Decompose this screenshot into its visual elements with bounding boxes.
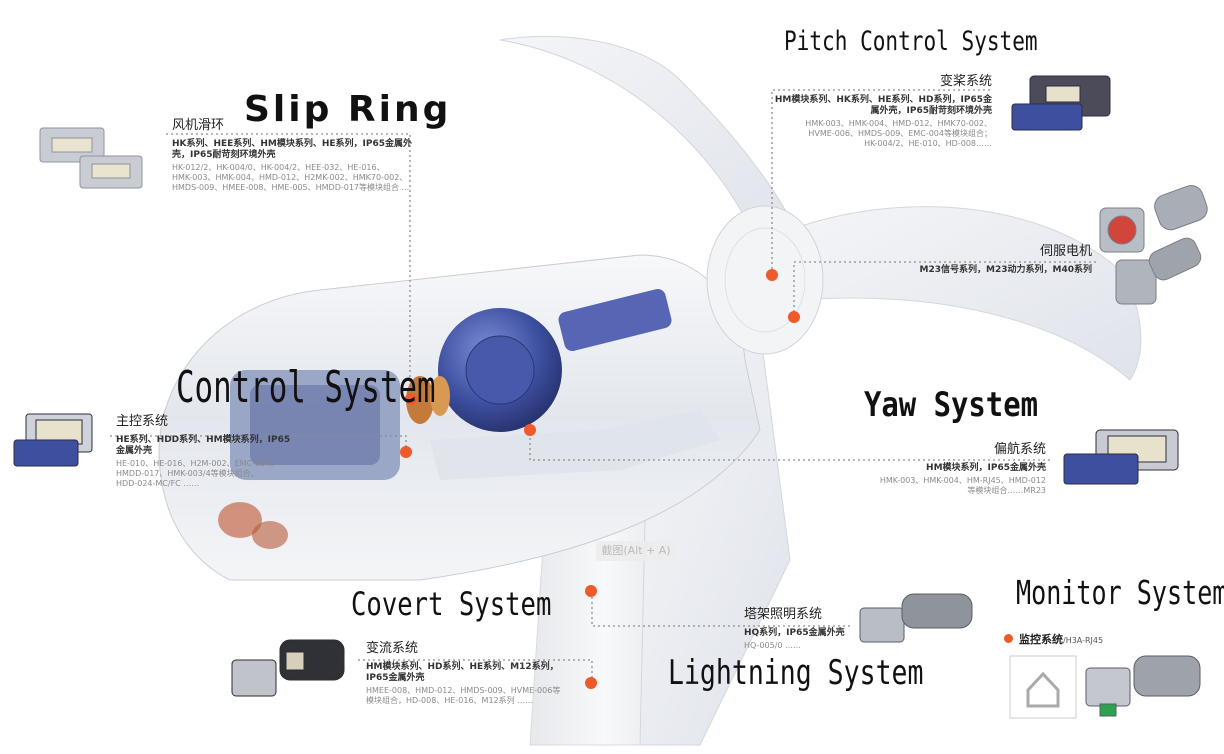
- slip-ring-series: HK系列、HEE系列、HM模块系列、HE系列，IP65金属外 壳，IP65耐苛刻…: [172, 139, 412, 160]
- yaw-marker[interactable]: [524, 424, 536, 436]
- yaw-heading: 偏航系统: [993, 442, 1046, 457]
- control-heading: 主控系统: [116, 414, 169, 429]
- tower-light-series: HQ系列，IP65金属外壳: [744, 628, 845, 638]
- slip-ring-connectors: [39, 127, 143, 189]
- slip-ring-title: Slip Ring: [244, 89, 452, 130]
- pitch-info: 变桨系统 HM模块系列、HK系列、HE系列、HD系列，IP65金 属外壳，IP6…: [770, 74, 992, 149]
- tower-light-info: 塔架照明系统 HQ系列，IP65金属外壳 HQ-005/0 ……: [744, 607, 864, 651]
- tower-light-leader: [591, 592, 850, 627]
- servo-series: M23信号系列，M23动力系列，M40系列: [919, 265, 1092, 275]
- yaw-system-title: Yaw System: [864, 385, 1038, 425]
- control-marker[interactable]: [400, 446, 412, 458]
- control-info: 主控系统 HE系列、HDD系列、HM模块系列，IP65 金属外壳 HE-010、…: [116, 414, 296, 489]
- yaw-info: 偏航系统 HM模块系列，IP65金属外壳 HMK-003、HMK-004、HM-…: [862, 442, 1046, 496]
- converter-models: HMEE-008、HMD-012、HMDS-009、HVME-006等 模块组合…: [366, 686, 561, 705]
- control-models: HE-010、HE-016、H2M-002、EMC-004、 HMDD-017、…: [116, 459, 279, 488]
- pitch-series: HM模块系列、HK系列、HE系列、HD系列，IP65金 属外壳，IP65耐苛刻环…: [774, 95, 992, 116]
- lightning-system-title: Lightning System: [668, 653, 924, 693]
- slip-ring-heading: 风机滑环: [172, 118, 225, 133]
- tower-light-connector: [859, 593, 973, 643]
- converter-series: HM模块系列、HD系列、HE系列、M12系列， IP65金属外壳: [366, 662, 559, 683]
- monitor-label: 监控系统/H3A-RJ45: [1004, 628, 1103, 647]
- control-series: HE系列、HDD系列、HM模块系列，IP65 金属外壳: [116, 435, 291, 456]
- monitor-marker[interactable]: [1004, 634, 1013, 643]
- tower-light-marker[interactable]: [585, 585, 597, 597]
- control-connector: [13, 413, 93, 467]
- servo-info: 伺服电机 M23信号系列，M23动力系列，M40系列: [900, 244, 1092, 276]
- main-shaft: [558, 288, 672, 352]
- right-blade: [789, 206, 1142, 381]
- converter-heading: 变流系统: [366, 641, 419, 656]
- control-system-title: Control System: [176, 362, 436, 413]
- tower-light-models: HQ-005/0 ……: [744, 641, 802, 650]
- slip-ring-leader: [166, 133, 411, 396]
- slip-ring-info: 风机滑环 HK系列、HEE系列、HM模块系列、HE系列，IP65金属外 壳，IP…: [172, 118, 412, 193]
- yaw-series: HM模块系列，IP65金属外壳: [926, 463, 1046, 473]
- slip-ring-marker[interactable]: [405, 393, 417, 405]
- monitor-connector: [1009, 655, 1201, 719]
- monitor-label-ext: /H3A-RJ45: [1063, 636, 1104, 645]
- covert-system-title: Covert System: [351, 585, 552, 623]
- pitch-control-title: Pitch Control System: [784, 26, 1038, 57]
- screenshot-hint-tooltip: 截图(Alt + A): [596, 541, 676, 561]
- pitch-models: HMK-003、HMK-004、HMD-012、HMK70-002、 HVME-…: [805, 119, 992, 148]
- slip-ring-models: HK-012/2、HK-004/0、HK-004/2、HEE-032、HE-01…: [172, 163, 410, 192]
- servo-heading: 伺服电机: [1039, 244, 1092, 259]
- yaw-models: HMK-003、HMK-004、HM-RJ45、HMD-012 等模块组合……M…: [879, 476, 1046, 495]
- converter-info: 变流系统 HM模块系列、HD系列、HE系列、M12系列， IP65金属外壳 HM…: [366, 641, 566, 706]
- pitch-connector: [1011, 75, 1111, 131]
- servo-marker[interactable]: [788, 311, 800, 323]
- converter-connector: [231, 639, 345, 697]
- servo-connectors: [1099, 185, 1208, 305]
- tower-light-heading: 塔架照明系统: [744, 607, 823, 622]
- converter-marker[interactable]: [585, 677, 597, 689]
- servo-leader: [793, 261, 1096, 316]
- pitch-heading: 变桨系统: [939, 74, 992, 89]
- yaw-leader: [529, 430, 1050, 461]
- monitor-label-main: 监控系统: [1019, 633, 1063, 646]
- monitor-system-title: Monitor System: [1016, 573, 1224, 612]
- pitch-marker[interactable]: [766, 269, 778, 281]
- yaw-connector: [1063, 429, 1179, 485]
